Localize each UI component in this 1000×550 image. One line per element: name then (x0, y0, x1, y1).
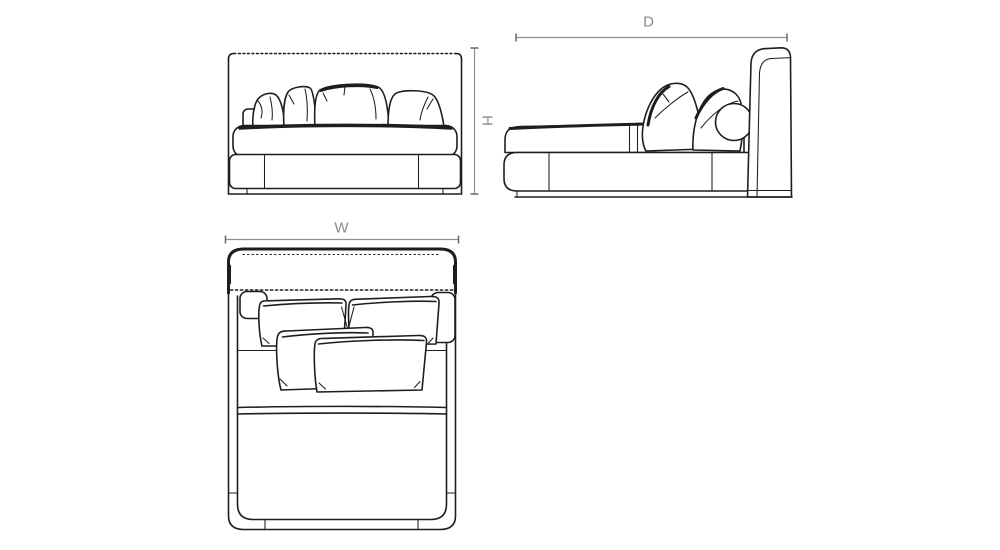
width-dimension: W (224, 220, 460, 244)
pillow (313, 83, 390, 128)
side-base (503, 151, 754, 198)
side-headboard (746, 47, 793, 198)
pillow (313, 334, 428, 393)
pillow (282, 85, 317, 128)
side-bolster-pillow (714, 102, 754, 142)
width-dimension-label: W (334, 220, 349, 237)
top-headboard (227, 247, 457, 295)
front-headboard (227, 52, 463, 195)
height-dimension: H (470, 47, 496, 195)
height-dimension-label: H (479, 115, 496, 127)
top-view: W (224, 220, 460, 531)
depth-dimension-label: D (643, 14, 655, 31)
side-view: D (503, 14, 793, 198)
top-frame (227, 292, 457, 531)
front-base (228, 153, 462, 195)
front-mattress (232, 123, 458, 158)
side-pillows (641, 82, 754, 152)
depth-dimension: D (515, 14, 788, 42)
pillow (387, 89, 445, 128)
front-mattress-top-seam (238, 123, 453, 130)
pillow (251, 92, 286, 128)
top-pillows (239, 290, 456, 393)
top-duvet-fold (236, 405, 448, 415)
front-pillows (242, 83, 445, 131)
front-view: H (227, 47, 496, 195)
